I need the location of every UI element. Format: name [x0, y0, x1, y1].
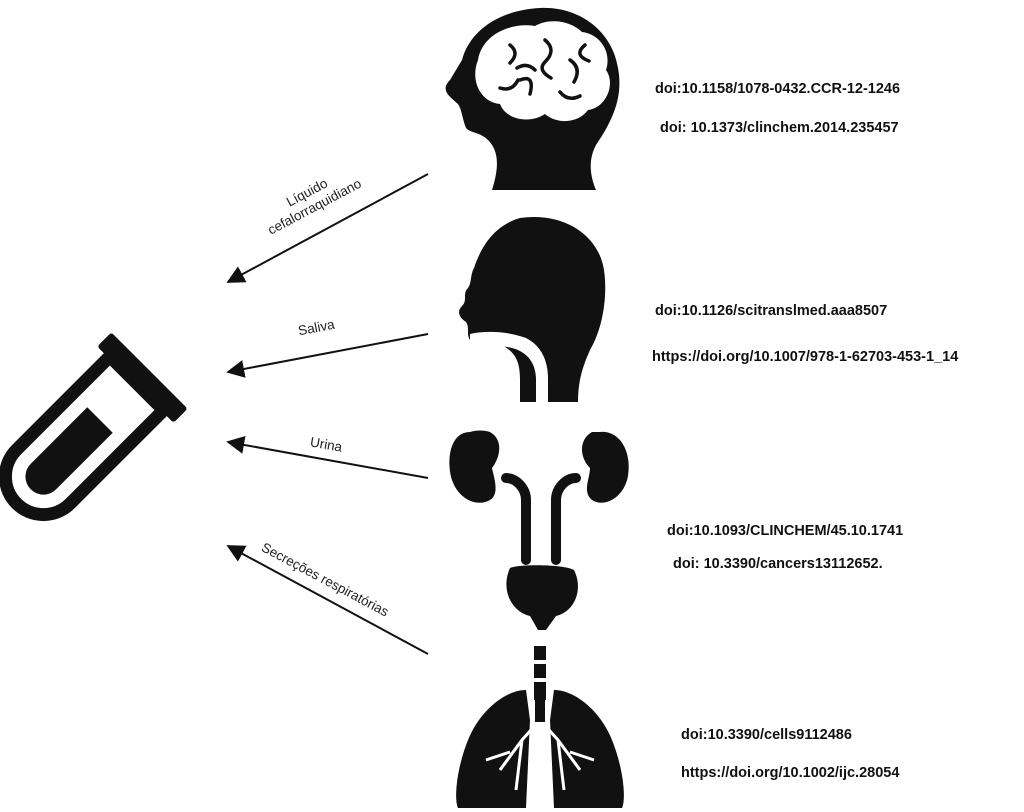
- arrow-respiratory: [228, 546, 428, 654]
- ref-brain-1: doi:10.1158/1078-0432.CCR-12-1246: [655, 81, 900, 97]
- ref-saliva-1: doi:10.1126/scitranslmed.aaa8507: [655, 303, 887, 319]
- ref-saliva-2: https://doi.org/10.1007/978-1-62703-453-…: [652, 349, 958, 365]
- lungs-icon: [456, 646, 624, 808]
- ref-lungs-1: doi:10.3390/cells9112486: [681, 727, 852, 743]
- ref-urine-2: doi: 10.3390/cancers13112652.: [673, 556, 883, 572]
- urinary-system-icon: [449, 431, 628, 631]
- arrow-saliva: [228, 334, 428, 372]
- head-throat-icon: [459, 217, 605, 404]
- ref-lungs-2: https://doi.org/10.1002/ijc.28054: [681, 765, 899, 781]
- ref-urine-1: doi:10.1093/CLINCHEM/45.10.1741: [667, 523, 903, 539]
- brain-head-icon: [446, 8, 620, 190]
- ref-brain-2: doi: 10.1373/clinchem.2014.235457: [660, 120, 899, 136]
- test-tube-icon: [0, 332, 188, 541]
